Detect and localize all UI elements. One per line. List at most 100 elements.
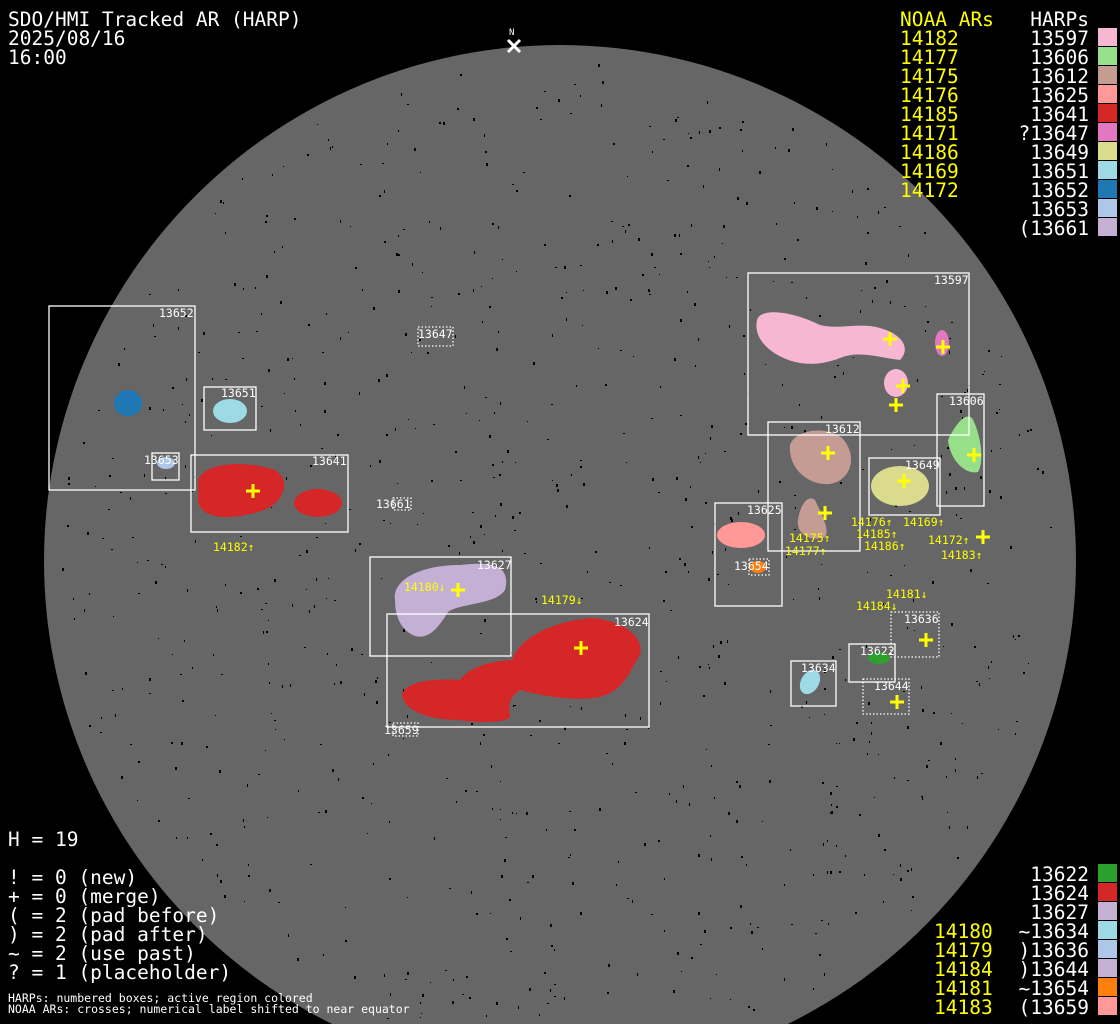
harp-box-13653[interactable] (151, 452, 180, 481)
harp-box-13652[interactable] (48, 305, 196, 491)
speckle (830, 812, 831, 814)
speckle (124, 348, 125, 350)
speckle (597, 244, 599, 246)
speckle (420, 1002, 421, 1004)
speckle (580, 460, 582, 461)
speckle (186, 378, 187, 381)
speckle (242, 358, 244, 359)
speckle (370, 465, 371, 467)
speckle (422, 994, 424, 997)
speckle (794, 202, 795, 204)
speckle (711, 858, 712, 861)
harp-box-13634[interactable] (790, 660, 837, 707)
speckle (826, 143, 827, 146)
harp-box-13641[interactable] (190, 454, 349, 533)
region-13651 (213, 399, 247, 423)
harp-box-13659[interactable] (392, 722, 419, 737)
speckle (580, 912, 582, 915)
harp-box-13627[interactable] (369, 556, 512, 657)
legend-row: 14180~13634 (934, 920, 1117, 943)
speckle (606, 753, 608, 754)
speckle (886, 280, 888, 283)
speckle (709, 267, 710, 268)
speckle (716, 974, 717, 975)
harp-box-13654[interactable] (748, 558, 770, 576)
color-swatch (1098, 978, 1117, 996)
speckle (742, 121, 744, 123)
speckle (552, 334, 553, 337)
harp-box-13647[interactable] (417, 326, 454, 347)
speckle (912, 896, 914, 898)
speckle (379, 195, 381, 197)
speckle (419, 339, 421, 341)
speckle (498, 331, 499, 333)
speckle (195, 540, 196, 543)
speckle (417, 524, 418, 525)
speckle (440, 227, 441, 230)
speckle (480, 633, 482, 634)
speckle (883, 603, 884, 605)
speckle (403, 629, 405, 632)
speckle (544, 91, 546, 92)
harp-box-13612[interactable] (767, 421, 861, 552)
harp-box-13651[interactable] (203, 386, 257, 431)
speckle (165, 477, 166, 480)
speckle (712, 551, 713, 554)
speckle (469, 997, 471, 999)
speckle (649, 126, 651, 127)
speckle (89, 725, 91, 727)
harp-box-13625[interactable] (714, 502, 783, 607)
speckle (412, 263, 413, 266)
speckle (708, 261, 709, 262)
harp-box-13622[interactable] (848, 643, 896, 683)
speckle (922, 709, 924, 712)
speckle (490, 913, 491, 914)
speckle (172, 654, 173, 655)
speckle (504, 859, 506, 862)
speckle (493, 477, 495, 478)
region-13612-b (797, 498, 827, 539)
harp-box-13649[interactable] (868, 457, 941, 516)
harp-box-13606[interactable] (936, 393, 985, 507)
speckle (677, 952, 679, 955)
speckle (292, 358, 293, 359)
noaa-label: 14181↓ (886, 587, 928, 601)
noaa-number: 14182 (900, 27, 959, 50)
harp-box-13636[interactable] (890, 611, 940, 658)
speckle (501, 875, 503, 878)
speckle (68, 477, 70, 480)
speckle (244, 826, 245, 828)
speckle (509, 899, 511, 901)
speckle (514, 530, 516, 531)
speckle (867, 232, 869, 234)
speckle (637, 973, 638, 976)
harp-box-13624[interactable] (386, 613, 650, 728)
speckle (83, 442, 85, 444)
speckle (818, 588, 819, 590)
noaa-number: 14171 (900, 122, 959, 145)
speckle (564, 266, 566, 269)
speckle (240, 536, 242, 537)
speckle (666, 681, 667, 682)
speckle (741, 856, 743, 858)
noaa-cross-icon (574, 641, 588, 655)
speckle (700, 944, 702, 945)
harp-box-13644[interactable] (862, 678, 910, 715)
harp-box-13661[interactable] (392, 497, 412, 511)
speckle (955, 758, 956, 760)
speckle (547, 1003, 549, 1004)
speckle (539, 1014, 540, 1016)
speckle (921, 686, 922, 689)
speckle (633, 622, 634, 625)
speckle (328, 578, 329, 579)
speckle (956, 514, 957, 516)
harp-box-13597[interactable] (747, 272, 970, 436)
color-swatch (1098, 199, 1117, 217)
speckle (836, 845, 837, 847)
speckle (187, 837, 188, 839)
speckle (163, 409, 164, 411)
speckle (654, 267, 656, 268)
speckle (384, 974, 385, 977)
noaa-label: 14180↓ (404, 580, 446, 594)
